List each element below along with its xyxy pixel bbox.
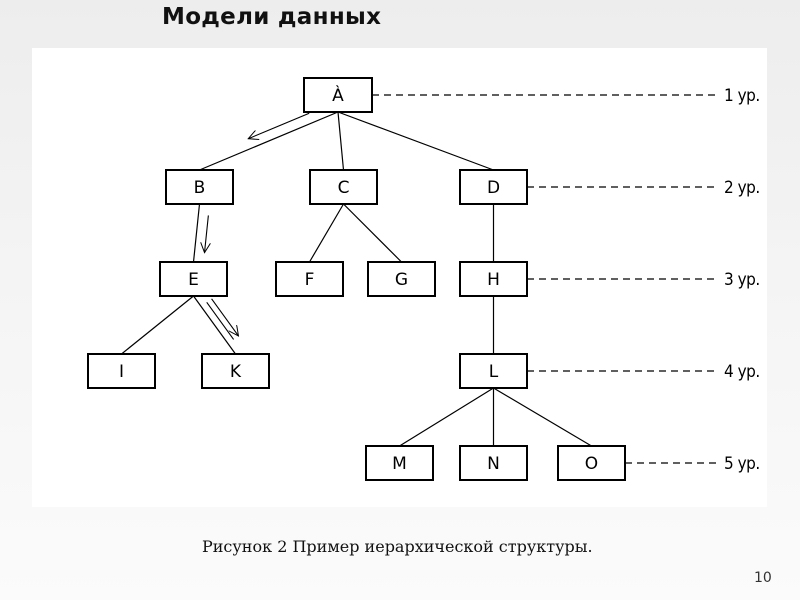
traversal-arrow-e-k-line-b: [211, 298, 239, 336]
node-l: L: [459, 353, 528, 389]
node-box-m: [365, 445, 434, 481]
node-label-n: N: [487, 454, 500, 474]
node-box-d: [459, 169, 528, 205]
diagram-panel: À B C D E F G H I K L M N O 1 ур. 2 ур. 3 ур. 4 ур. 5 ур.: [32, 48, 767, 507]
node-d: D: [459, 169, 528, 205]
traversal-arrow-a-b: [248, 112, 310, 139]
node-label-g: G: [395, 270, 408, 290]
node-c: C: [309, 169, 378, 205]
node-box-b: [165, 169, 234, 205]
node-label-i: I: [119, 362, 124, 382]
node-label-h: H: [487, 270, 500, 290]
node-k: K: [201, 353, 270, 389]
node-label-e: E: [188, 270, 199, 290]
level-label-2: 2 ур.: [724, 178, 760, 198]
node-box-i: [87, 353, 156, 389]
node-box-o: [557, 445, 626, 481]
node-label-b: B: [194, 178, 206, 198]
node-n: N: [459, 445, 528, 481]
level-label-3: 3 ур.: [724, 270, 760, 290]
node-e: E: [159, 261, 228, 297]
node-box-l: [459, 353, 528, 389]
node-label-f: F: [305, 270, 315, 290]
level-label-1: 1 ур.: [724, 86, 760, 106]
node-g: G: [367, 261, 436, 297]
node-box-e: [159, 261, 228, 297]
slide-title: Модели данных: [162, 4, 382, 30]
node-h: H: [459, 261, 528, 297]
node-label-m: M: [392, 454, 407, 474]
node-box-h: [459, 261, 528, 297]
traversal-arrow-b-e: [205, 215, 209, 252]
node-label-d: D: [487, 178, 500, 198]
node-box-n: [459, 445, 528, 481]
node-label-a: À: [332, 84, 344, 106]
node-label-o: O: [585, 454, 598, 474]
slide-number: 10: [754, 570, 772, 586]
node-box-f: [275, 261, 344, 297]
edge-e-i: [121, 295, 194, 355]
node-label-k: K: [230, 362, 242, 382]
node-box-c: [309, 169, 378, 205]
node-b: B: [165, 169, 234, 205]
edge-e-k: [193, 295, 236, 355]
node-i: I: [87, 353, 156, 389]
level-label-4: 4 ур.: [724, 362, 760, 382]
edge-b-e: [192, 203, 201, 263]
node-label-c: C: [338, 178, 350, 198]
node-m: M: [365, 445, 434, 481]
node-label-l: L: [489, 362, 499, 382]
edge-c-g: [343, 203, 402, 263]
node-a: À: [303, 77, 373, 113]
node-f: F: [275, 261, 344, 297]
node-box-g: [367, 261, 436, 297]
node-o: O: [557, 445, 626, 481]
edge-l-m: [399, 387, 494, 447]
node-box-k: [201, 353, 270, 389]
edge-c-f: [308, 203, 345, 263]
edge-a-b: [199, 111, 339, 171]
figure-caption: Рисунок 2 Пример иерархической структуры…: [202, 537, 593, 556]
edge-a-c: [337, 111, 345, 171]
node-box-a: [303, 77, 373, 113]
traversal-arrow-e-k-line-a: [206, 302, 235, 340]
edge-l-o: [493, 387, 592, 447]
edge-a-d: [337, 111, 494, 171]
level-label-5: 5 ур.: [724, 454, 760, 474]
hierarchy-diagram: À B C D E F G H I K L M N O 1 ур. 2 ур. 3 ур. 4 ур. 5 ур.: [87, 77, 760, 481]
